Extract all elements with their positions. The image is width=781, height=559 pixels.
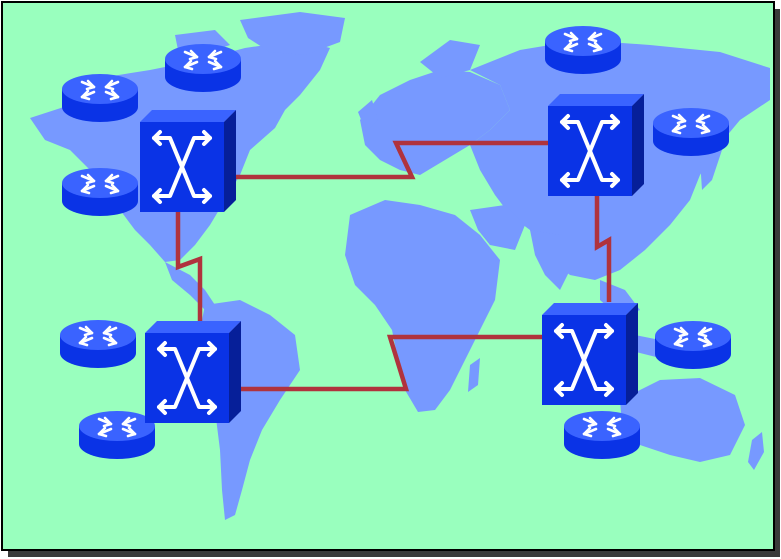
router-se-1-icon[interactable]	[653, 320, 733, 371]
router-sw-2-icon[interactable]	[77, 410, 157, 461]
router-ne-2-icon[interactable]	[651, 107, 731, 158]
router-ne-1-icon[interactable]	[543, 25, 623, 76]
switch-southeast-icon[interactable]	[542, 303, 638, 405]
router-sw-1-icon[interactable]	[58, 319, 138, 370]
router-nw-3-icon[interactable]	[60, 167, 140, 218]
switch-northwest-icon[interactable]	[140, 110, 236, 212]
router-nw-1-icon[interactable]	[60, 73, 140, 124]
link-northwest-northeast	[236, 140, 548, 180]
switch-northeast-icon[interactable]	[548, 94, 644, 196]
switch-southwest-icon[interactable]	[145, 321, 241, 423]
link-southeast-southwest	[240, 334, 543, 392]
link-northeast-southeast	[594, 195, 612, 302]
router-se-2-icon[interactable]	[562, 410, 642, 461]
link-southwest-northwest	[175, 210, 203, 322]
network-links	[175, 140, 612, 392]
router-nw-2-icon[interactable]	[163, 43, 243, 94]
